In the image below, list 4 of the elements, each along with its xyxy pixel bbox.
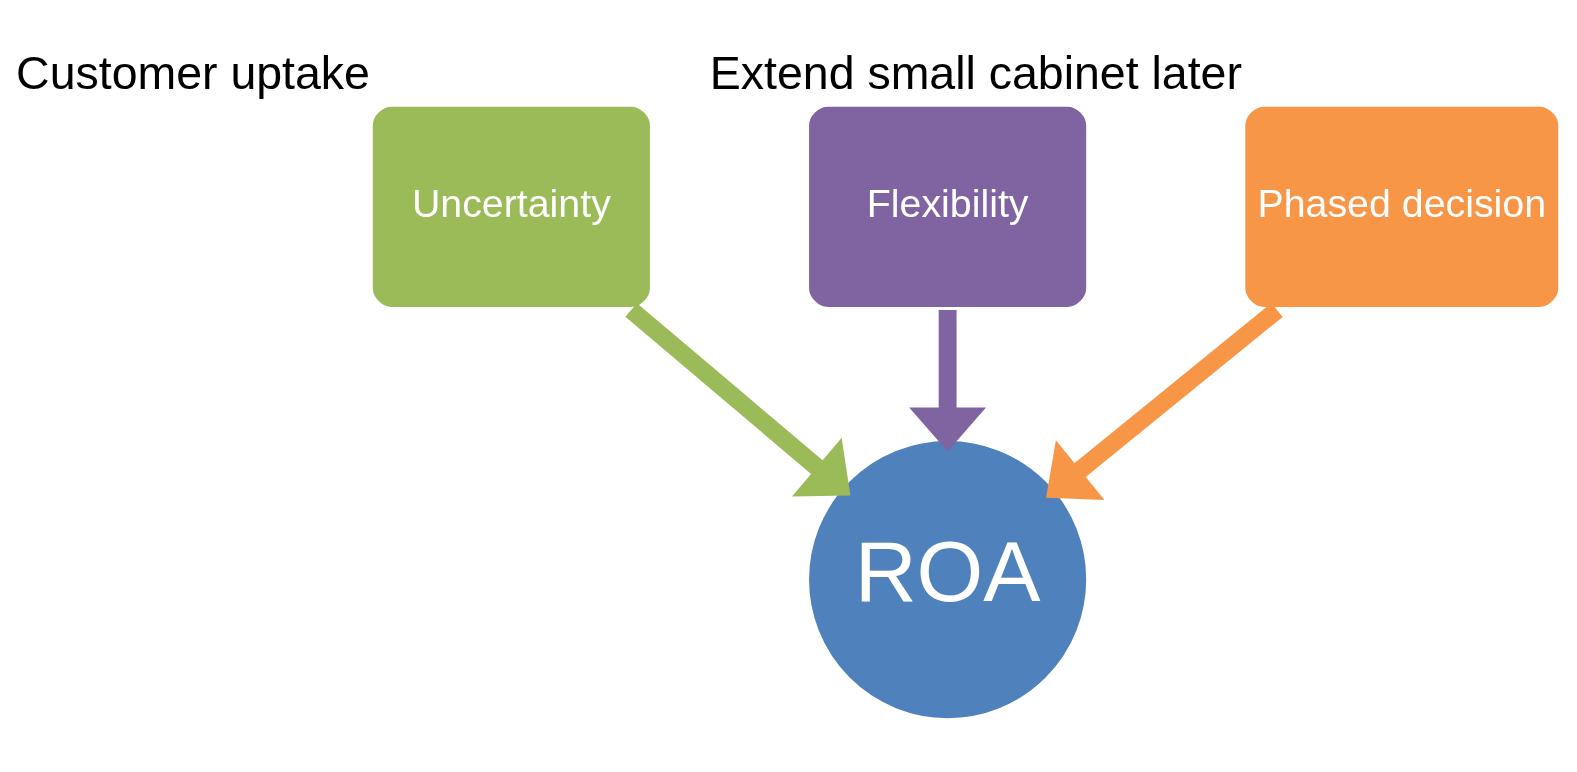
arrow: [625, 302, 851, 496]
node-label: Extend small cabinet later: [709, 46, 1242, 99]
arrow: [909, 309, 987, 451]
node-label: Customer uptake: [16, 46, 370, 99]
